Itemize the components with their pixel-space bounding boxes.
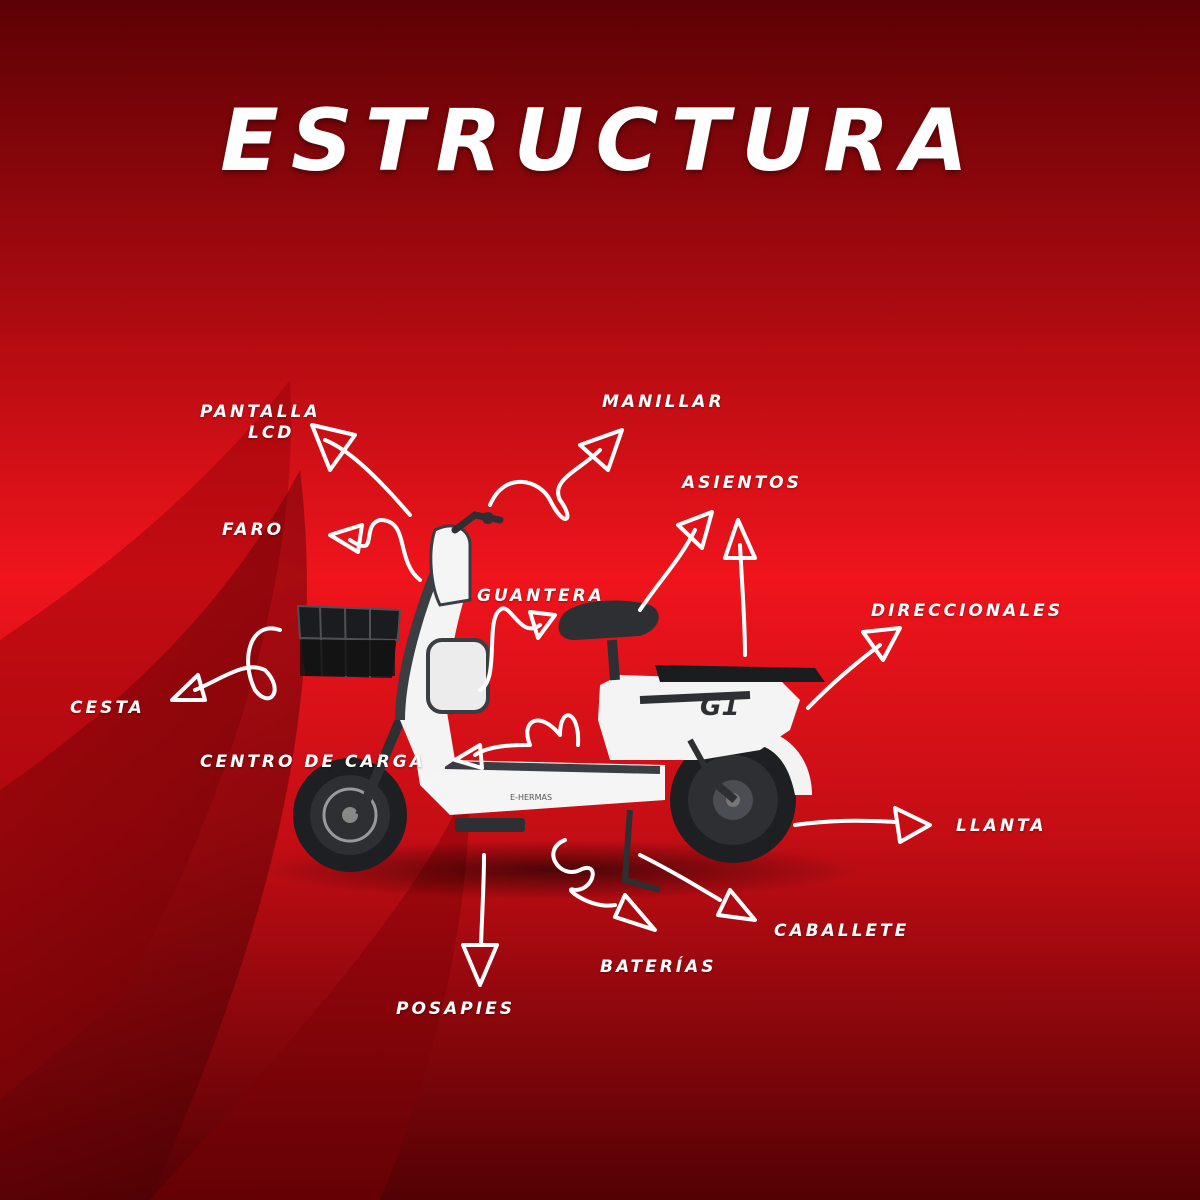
arrow-caballete [638,853,722,902]
arrowhead-guantera [528,610,557,640]
arrow-centro [473,713,581,757]
background-swoosh [0,470,307,1200]
arrowhead-llanta [893,806,932,844]
swing-arm [697,766,738,804]
label-caballete: CABALLETE [774,921,910,941]
basket [296,604,402,678]
headlight-housing [429,524,472,607]
arrowhead-asientos-1 [676,510,714,550]
rear-fender [760,730,812,795]
arrow-baterias [551,838,617,908]
label-direccionales: DIRECCIONALES [871,601,1063,621]
label-cesta: CESTA [70,698,145,718]
label-baterias: BATERÍAS [600,957,717,977]
arrowhead-baterias [613,893,657,932]
footrest [455,818,525,832]
label-llanta: LLANTA [956,816,1047,836]
glove-box [426,638,490,714]
label-posapies: POSAPIES [396,999,515,1019]
label-pantalla-lcd: PANTALLA [200,402,321,422]
brand-decal: E-HERMAS [510,793,552,802]
front-wheel [293,758,407,872]
label-faro: FARO [222,520,285,540]
model-decal: G1 [700,692,739,722]
arrow-llanta [793,818,897,827]
arrow-cesta [193,626,282,701]
arrow-posapies [479,853,486,947]
page-title: ESTRUCTURA [220,91,980,191]
label-asientos: ASIENTOS [682,473,802,493]
rear-rack [655,665,825,682]
arrowhead-posapies [461,943,499,987]
seat [558,600,659,640]
arrowhead-faro [328,523,364,554]
arrow-pantalla [323,438,412,517]
arrowhead-pantalla [310,423,357,472]
arrow-asientos-2 [738,543,747,657]
shock [687,738,718,787]
arrowhead-asientos-2 [723,518,757,560]
arrow-manillar [488,448,602,521]
arrow-asientos-1 [638,528,697,612]
arrowhead-cesta [170,673,207,702]
arrow-guantera [478,606,542,692]
label-pantalla-lcd-2: LCD [248,423,295,443]
label-centro-de-carga: CENTRO DE CARGA [200,752,426,772]
arrowhead-manillar [578,428,624,472]
label-guantera: GUANTERA [477,586,605,606]
background-swoosh [150,780,470,1200]
arrowhead-direccionales [861,626,902,662]
label-manillar: MANILLAR [602,392,725,412]
kickstand [621,809,661,893]
arrowhead-centro [453,743,484,770]
arrow-faro [348,518,422,582]
front-fork [355,718,405,817]
arrowhead-caballete [716,888,757,922]
rear-body-stripe [639,691,751,704]
